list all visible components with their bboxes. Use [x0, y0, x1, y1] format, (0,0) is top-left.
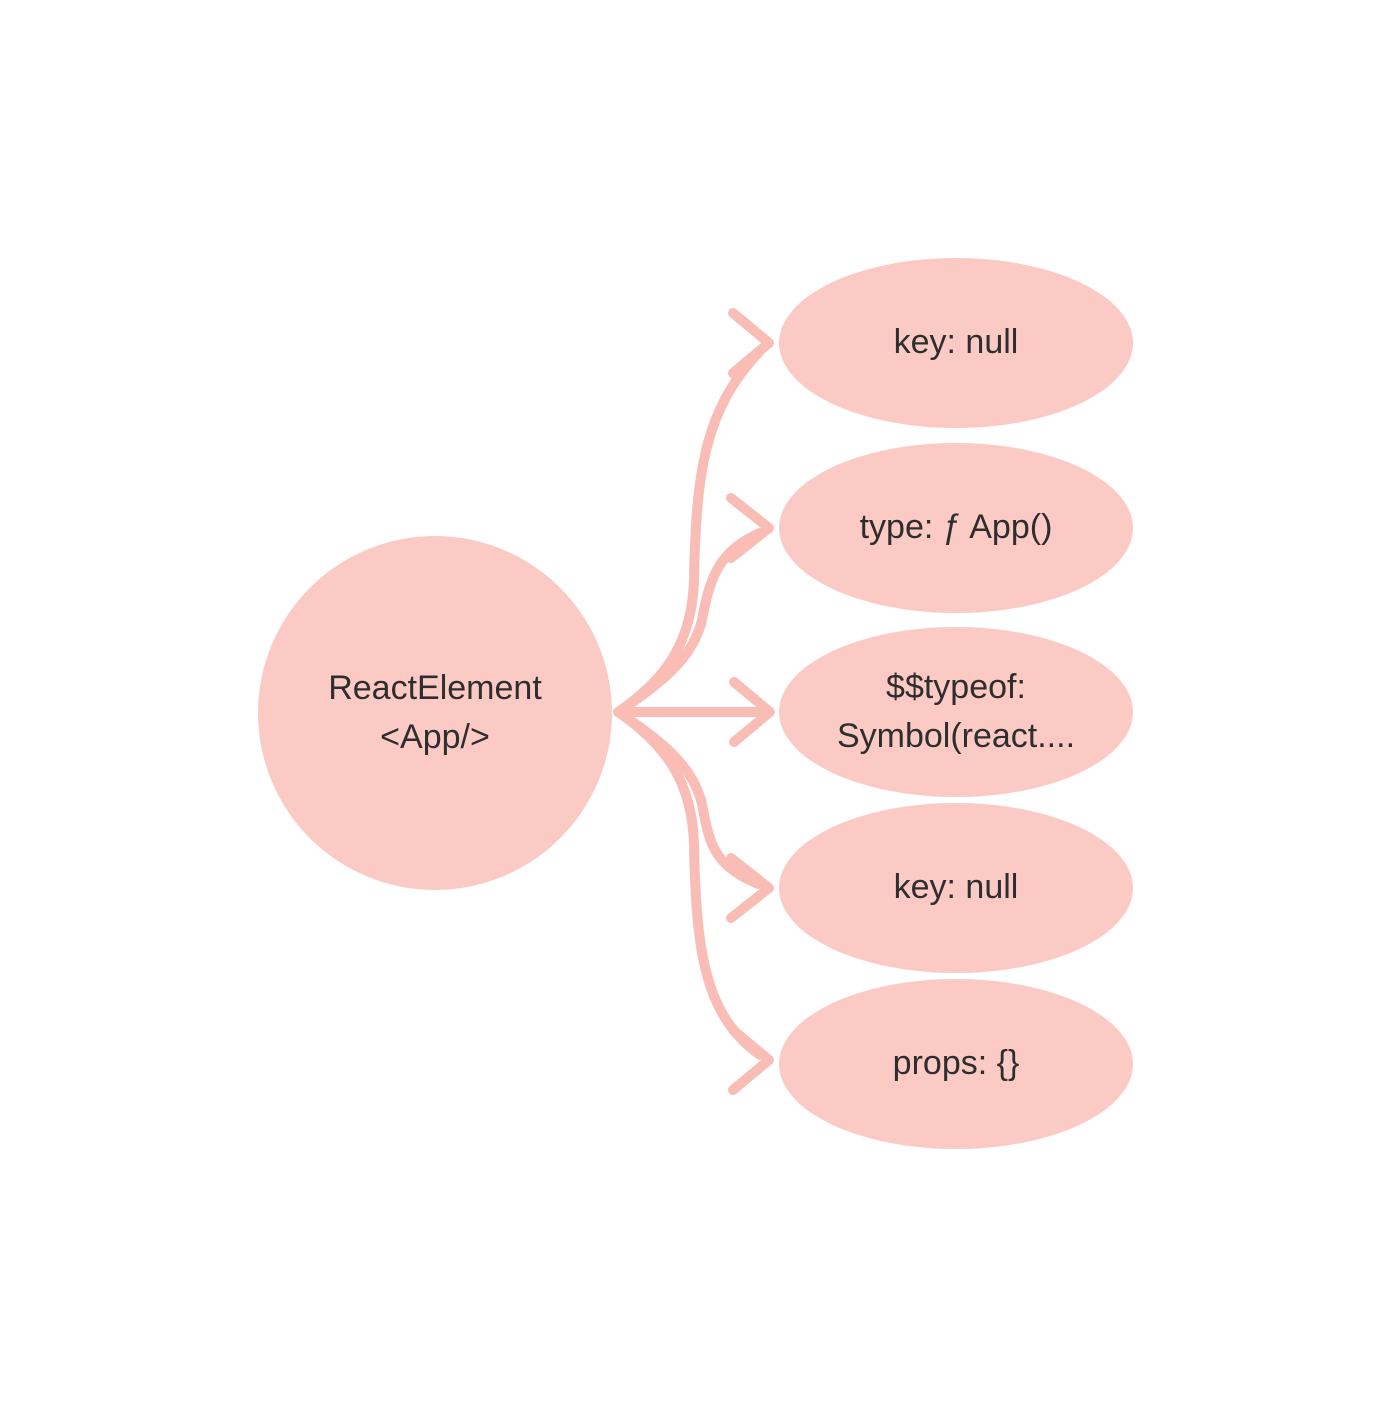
child-node-key-2: key: null [779, 803, 1133, 973]
child-node-props: props: {} [779, 979, 1133, 1149]
node-label: key: null [893, 868, 1019, 907]
node-label: type: ƒ App() [859, 508, 1053, 547]
arrow-to-type [613, 493, 774, 717]
child-node-type: type: ƒ App() [779, 443, 1133, 613]
arrow-to-typeof [613, 677, 775, 747]
arrow-to-props [613, 707, 774, 1095]
node-label: key: null [893, 323, 1019, 362]
child-node-key-1: key: null [779, 258, 1133, 428]
root-node-label: ReactElement <App/> [328, 668, 542, 756]
child-node-typeof: $$typeof: Symbol(react.... [779, 627, 1133, 797]
node-label: $$typeof: Symbol(react.... [836, 667, 1076, 755]
root-node: ReactElement <App/> [258, 536, 612, 890]
node-label: props: {} [892, 1044, 1020, 1083]
